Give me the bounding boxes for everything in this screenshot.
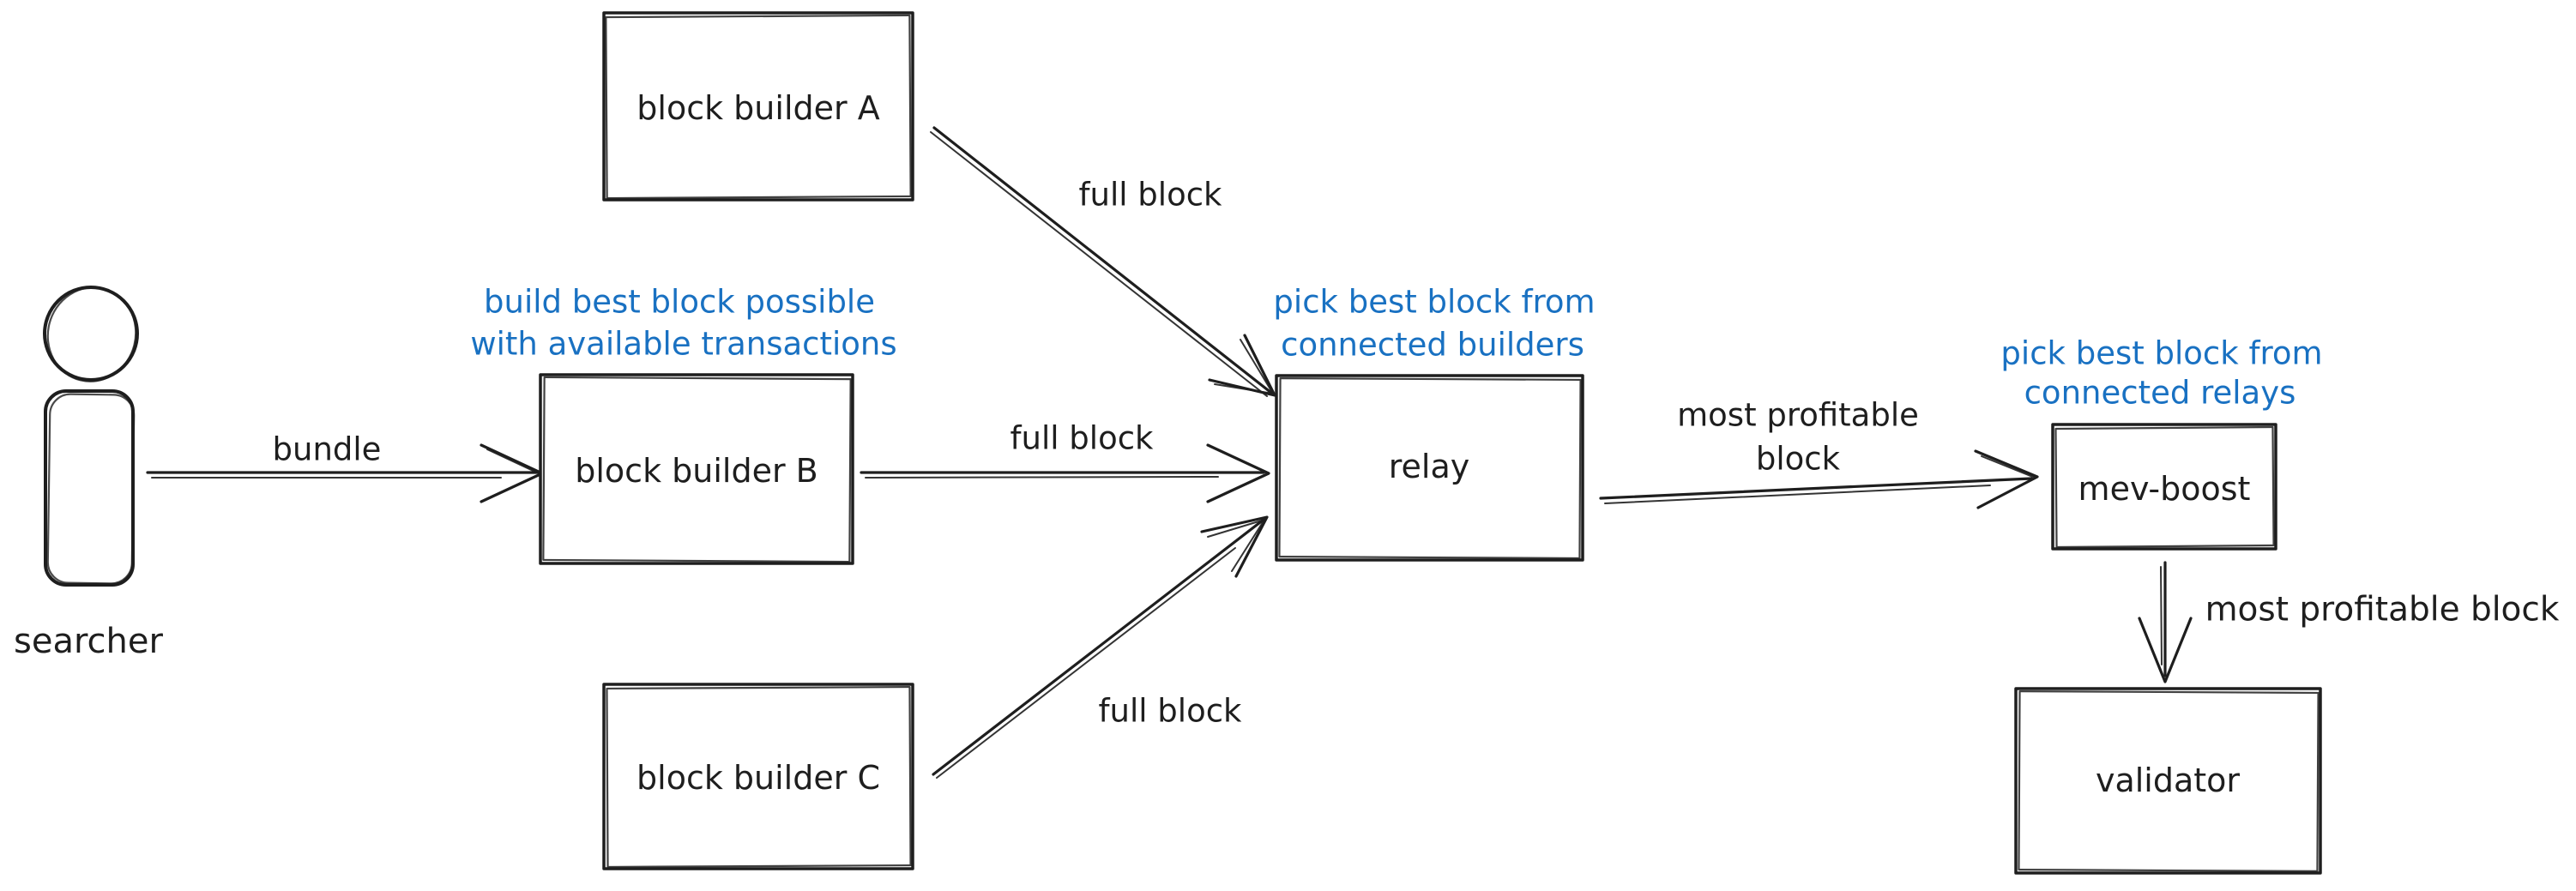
arrow-full-block-c-head-sketch bbox=[1207, 519, 1265, 572]
relay-node: relay bbox=[1275, 374, 1584, 562]
searcher-body-icon bbox=[44, 389, 135, 587]
arrow-most-profitable-line-sketch bbox=[1604, 485, 1991, 504]
builder-c-label: block builder C bbox=[636, 759, 880, 797]
full-block-b-label: full block bbox=[1010, 420, 1155, 457]
full-block-c-label: full block bbox=[1099, 693, 1243, 730]
builders-note: build best block possible with available… bbox=[470, 284, 896, 363]
arrow-full-block-a-head bbox=[1208, 334, 1276, 397]
arrow-bundle-head-sketch bbox=[486, 449, 541, 475]
relay-note: pick best block from connected builders bbox=[1273, 284, 1595, 364]
most-profitable-block-label: most profitable block bbox=[2205, 591, 2560, 629]
arrow-full-block-a: full block bbox=[930, 126, 1276, 397]
validator-label: validator bbox=[2096, 762, 2240, 799]
mev-boost-note-line2: connected relays bbox=[2024, 375, 2296, 412]
full-block-a-label: full block bbox=[1079, 177, 1223, 214]
relay-label: relay bbox=[1389, 448, 1470, 485]
arrow-most-profitable-line bbox=[1599, 477, 2033, 500]
searcher-body-icon-sketch bbox=[46, 393, 136, 585]
arrow-full-block-c-line bbox=[932, 518, 1265, 776]
builder-c-node: block builder C bbox=[602, 683, 914, 870]
arrow-full-block-a-line-sketch bbox=[930, 131, 1268, 397]
relay-box bbox=[1275, 374, 1584, 562]
relay-box-sketch bbox=[1278, 376, 1582, 560]
searcher-figure: searcher bbox=[14, 286, 164, 661]
mev-boost-box bbox=[2051, 423, 2277, 551]
arrow-full-block-c: full block bbox=[932, 515, 1269, 779]
builder-c-box bbox=[602, 683, 914, 870]
builder-b-box bbox=[539, 373, 854, 565]
arrow-full-block-b-line-sketch bbox=[865, 476, 1219, 479]
arrow-most-profitable-block: most profitable block bbox=[2138, 561, 2560, 683]
builder-b-label: block builder B bbox=[575, 452, 818, 490]
validator-node: validator bbox=[2014, 687, 2322, 875]
builder-a-node: block builder A bbox=[602, 11, 914, 202]
mev-boost-note-line1: pick best block from bbox=[2000, 335, 2322, 372]
builders-note-line1: build best block possible bbox=[484, 284, 875, 321]
arrow-full-block-a-head-sketch bbox=[1214, 339, 1274, 394]
bundle-label: bundle bbox=[273, 431, 382, 468]
arrow-most-profitable-block-head bbox=[2138, 617, 2193, 683]
arrow-full-block-b-head bbox=[1206, 443, 1270, 503]
arrow-full-block-b: full block bbox=[860, 420, 1270, 503]
builder-c-box-sketch bbox=[606, 685, 912, 869]
most-profitable-label-line1: most profitable bbox=[1677, 397, 1919, 434]
mev-boost-label: mev-boost bbox=[2078, 470, 2251, 508]
searcher-label: searcher bbox=[14, 622, 163, 661]
validator-box bbox=[2014, 687, 2322, 875]
builder-b-box-sketch bbox=[542, 376, 852, 563]
builder-b-node: block builder B bbox=[539, 373, 854, 565]
arrow-most-profitable-head bbox=[1974, 449, 2039, 509]
arrow-full-block-c-head bbox=[1200, 515, 1269, 578]
builder-a-box bbox=[602, 11, 914, 202]
searcher-head-icon-sketch bbox=[46, 286, 137, 382]
arrow-most-profitable-head-sketch bbox=[1981, 455, 2036, 479]
mev-boost-node: mev-boost bbox=[2051, 423, 2277, 551]
builder-a-label: block builder A bbox=[636, 89, 879, 127]
relay-note-line2: connected builders bbox=[1281, 327, 1584, 364]
arrow-most-profitable: most profitable block bbox=[1599, 397, 2039, 509]
builders-note-line2: with available transactions bbox=[470, 326, 896, 363]
arrow-full-block-c-line-sketch bbox=[936, 547, 1236, 779]
validator-box-sketch bbox=[2018, 689, 2320, 873]
most-profitable-label-line2: block bbox=[1756, 441, 1841, 478]
relay-note-line1: pick best block from bbox=[1273, 284, 1595, 321]
mev-boost-note: pick best block from connected relays bbox=[2000, 335, 2322, 412]
arrow-bundle: bundle bbox=[146, 431, 544, 503]
arrow-most-profitable-block-line-sketch bbox=[2160, 566, 2163, 665]
arrow-full-block-a-line bbox=[932, 126, 1273, 394]
builder-a-box-sketch bbox=[605, 14, 912, 200]
mev-boost-box-sketch bbox=[2054, 425, 2275, 549]
